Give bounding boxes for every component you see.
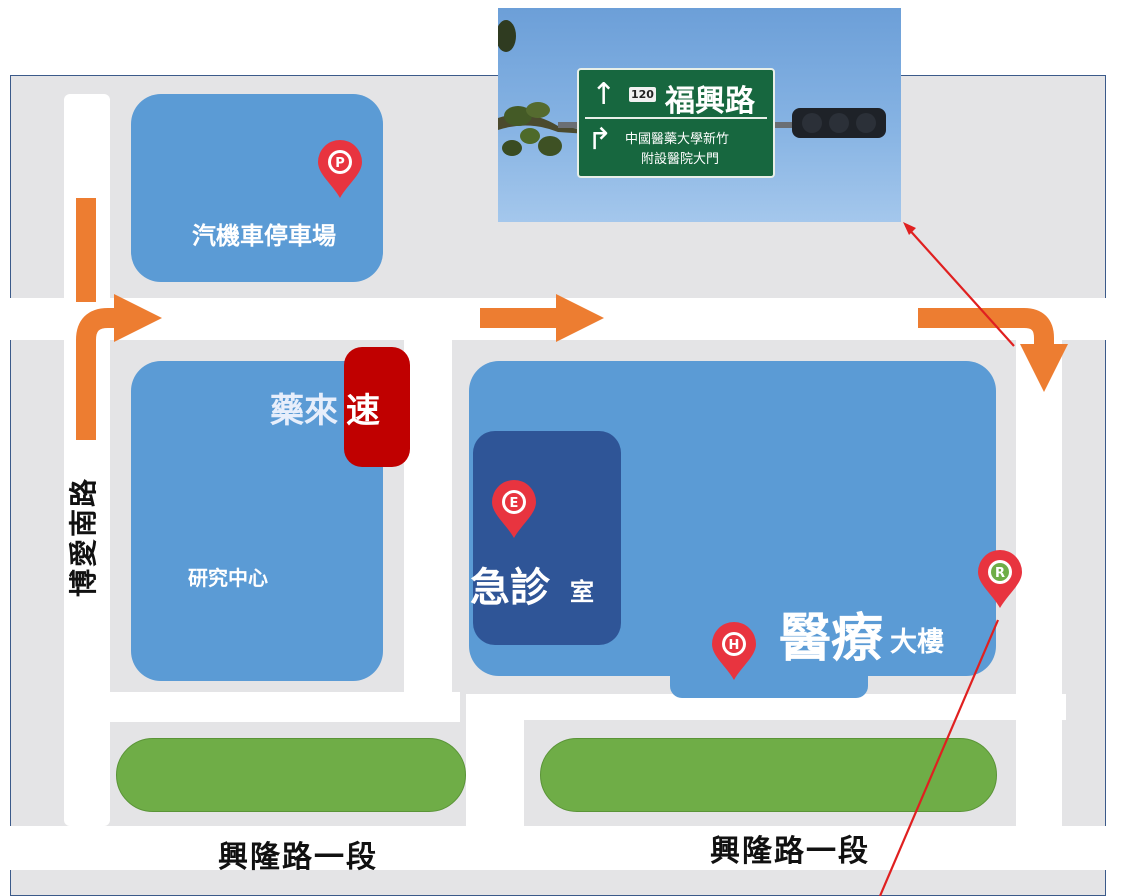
turn-right-arrow-icon: ↱ xyxy=(587,122,613,157)
traffic-light-icon xyxy=(792,108,886,138)
entrance-marker-letter: R xyxy=(995,566,1005,581)
route-shield: 120 xyxy=(629,87,656,102)
pharmacy-label-left: 藥來 xyxy=(270,391,338,431)
medical-building-annex xyxy=(670,660,868,698)
pointer-line-entrance xyxy=(878,619,1000,896)
pointer-arrowhead-icon xyxy=(903,222,916,235)
research-center-label: 研究中心 xyxy=(188,566,268,590)
emergency-label-main: 急診 xyxy=(470,565,550,611)
green-space-left xyxy=(116,738,466,812)
parking-marker-letter: P xyxy=(335,156,345,171)
arrow-turn-south-icon xyxy=(918,308,1069,393)
research-center-building xyxy=(131,361,383,681)
parking-label: 汽機車停車場 xyxy=(192,222,336,250)
parking-marker-icon: P xyxy=(318,140,362,198)
pharmacy-label-right: 速 xyxy=(346,391,380,431)
pointer-line-photo xyxy=(905,225,1015,347)
medical-label-main: 醫療 xyxy=(779,609,884,669)
hospital-marker-icon: H xyxy=(712,622,756,680)
road-label-xinglong-left: 興隆路一段 xyxy=(218,840,378,875)
street-sign-photo: ↑ 120 福興路 ↱ 中國醫藥大學新竹 附設醫院大門 xyxy=(498,8,901,222)
emergency-marker-icon: E xyxy=(492,480,536,538)
pharmacy-block xyxy=(344,347,410,467)
road-inner-lower-right xyxy=(466,694,1066,720)
medical-label-suffix: 大樓 xyxy=(890,627,944,658)
road-sign-road-name: 福興路 xyxy=(665,84,755,119)
road-east-lane xyxy=(1016,336,1062,826)
road-inner-vertical xyxy=(466,710,524,826)
road-sign-line2: 附設醫院大門 xyxy=(641,152,720,167)
emergency-room-block xyxy=(473,431,621,645)
tree-foliage-icon xyxy=(498,20,588,156)
up-arrow-icon: ↑ xyxy=(591,77,617,112)
road-inner-lower xyxy=(110,692,460,722)
road-sign: ↑ 120 福興路 ↱ 中國醫藥大學新竹 附設醫院大門 xyxy=(577,68,775,178)
hospital-marker-letter: H xyxy=(729,638,740,653)
road-label-xinglong-right: 興隆路一段 xyxy=(710,834,870,869)
emergency-label-suffix: 室 xyxy=(570,578,594,606)
road-south xyxy=(0,826,1121,870)
road-sign-top: ↑ 120 福興路 xyxy=(585,75,767,119)
road-sign-line1: 中國醫藥大學新竹 xyxy=(625,132,730,147)
road-central-lane xyxy=(404,336,452,716)
arrow-turn-east-icon xyxy=(76,293,163,440)
entrance-marker-icon: R xyxy=(978,550,1022,608)
emergency-marker-letter: E xyxy=(510,496,519,511)
